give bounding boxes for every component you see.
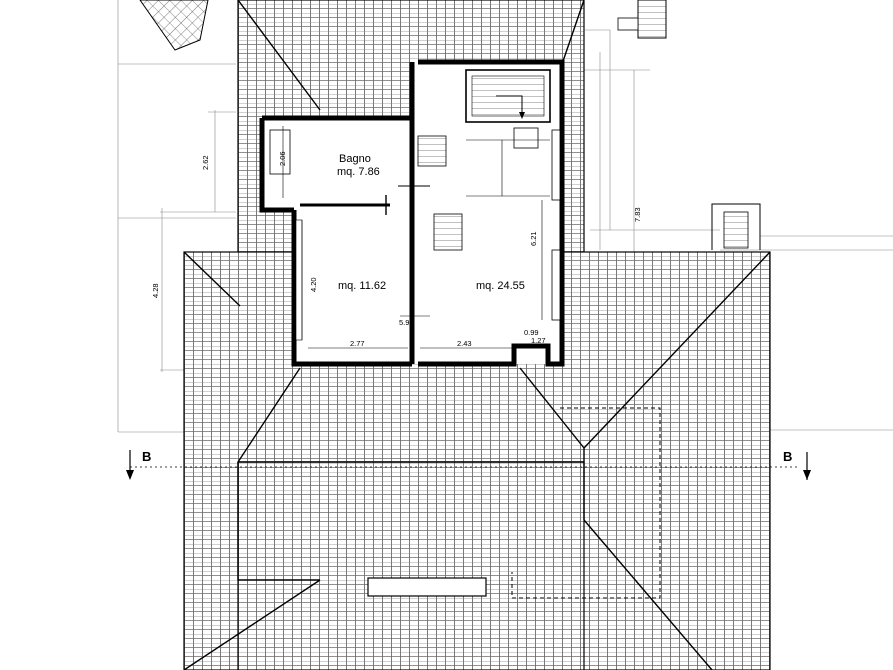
dimension-428: 4.28 bbox=[151, 283, 160, 298]
room-area-living: mq. 24.55 bbox=[476, 280, 525, 292]
section-line-bb bbox=[126, 450, 811, 480]
external-stair-east bbox=[711, 203, 761, 250]
room-label-bagno: Bagno bbox=[339, 153, 371, 165]
external-stair-left bbox=[139, 0, 209, 51]
dimension-099: 0.99 bbox=[524, 328, 539, 337]
dimension-591: 5.91 bbox=[399, 318, 414, 327]
dimension-277: 2.77 bbox=[350, 339, 365, 348]
external-stair-right bbox=[617, 0, 667, 39]
roof-south-wing bbox=[237, 461, 585, 670]
attic-floor-plan bbox=[259, 59, 565, 367]
room-area-bagno: mq. 7.86 bbox=[337, 166, 380, 178]
lower-floor-outline bbox=[511, 407, 661, 599]
dimension-262: 2.62 bbox=[201, 155, 210, 170]
dimension-420: 4.20 bbox=[309, 277, 318, 292]
dimension-206: 2.06 bbox=[278, 151, 287, 166]
dimension-621: 6.21 bbox=[529, 231, 538, 246]
construction-lines bbox=[117, 0, 893, 433]
dimension-243: 2.43 bbox=[457, 339, 472, 348]
roof-hip-lines bbox=[183, 0, 771, 670]
room-area-bedroom: mq. 11.62 bbox=[338, 280, 386, 292]
roof-chimney bbox=[367, 577, 487, 597]
dimension-127: 1.27 bbox=[531, 336, 546, 345]
dimension-783: 7.83 bbox=[633, 207, 642, 222]
section-marker-right: B bbox=[783, 449, 792, 464]
section-marker-left: B bbox=[142, 449, 151, 464]
